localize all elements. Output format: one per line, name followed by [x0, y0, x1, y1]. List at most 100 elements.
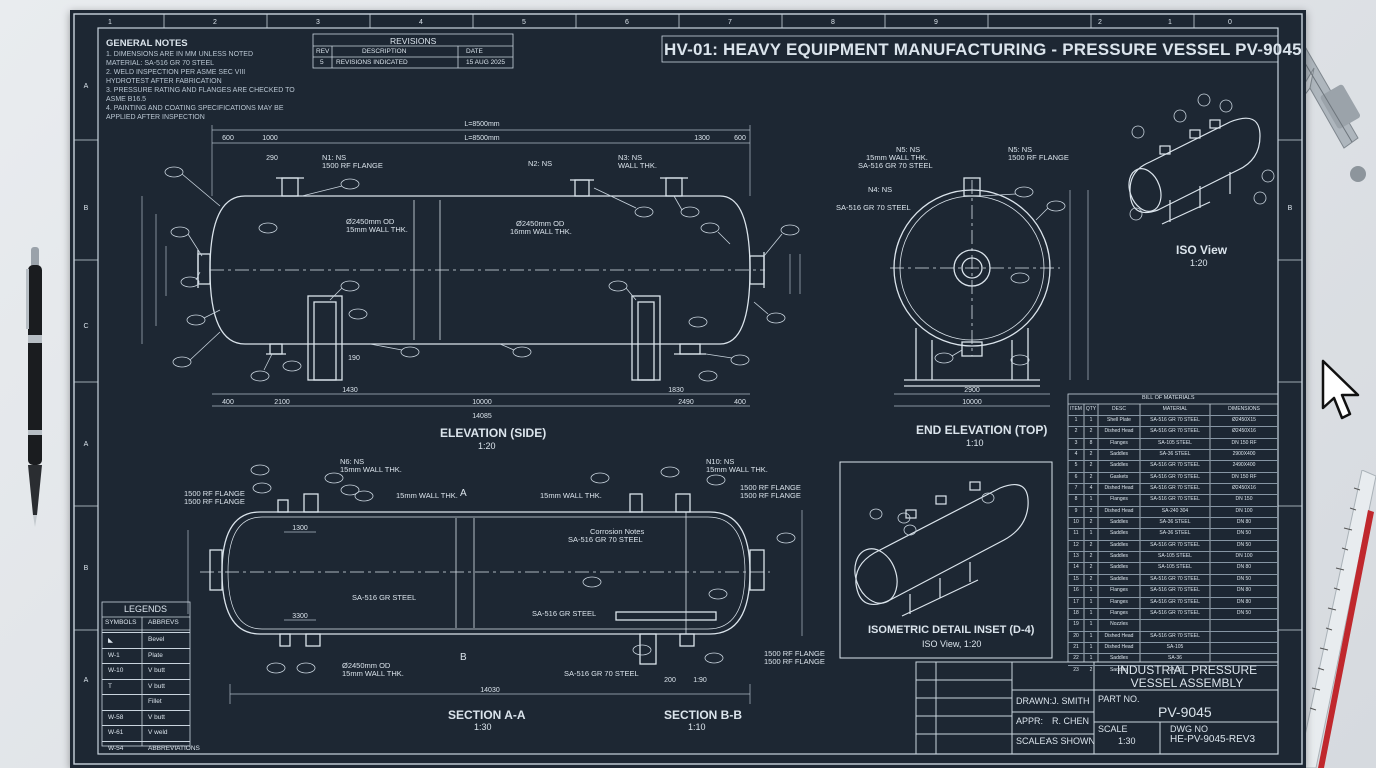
dim-text: 600 — [734, 135, 746, 142]
callout-text: 1500 RF FLANGE — [740, 491, 801, 500]
general-note-item: HYDROTEST AFTER FABRICATION — [106, 78, 222, 85]
callout-text: Ø2450mm OD — [346, 217, 395, 226]
bom-cell: 2490X400 — [1232, 462, 1256, 469]
bom-cell: Dished Head — [1104, 485, 1134, 492]
dim-text: 400 — [734, 399, 746, 406]
dim-text: 3300 — [292, 613, 308, 620]
border-col-label: 9 — [934, 19, 938, 26]
bom-cell: 2 — [1089, 451, 1093, 458]
bom-cell: Ø2450X16 — [1232, 485, 1256, 492]
revisions-row-rev: 5 — [320, 59, 324, 66]
callout-text: 15mm WALL THK. — [396, 491, 458, 500]
bom-cell: Saddles — [1109, 530, 1129, 537]
dim-text: 10000 — [472, 399, 492, 406]
bom-cell: 7 — [1074, 485, 1078, 492]
bom-cell: 2 — [1089, 575, 1093, 582]
view-scale-isometric-inset: ISO View, 1:20 — [922, 639, 982, 649]
bom-cell: SA-36 — [1168, 655, 1182, 662]
revisions-heading: REVISIONS — [390, 36, 437, 46]
bom-cell: SA-516 GR 70 STEEL — [1150, 632, 1200, 639]
dim-text: 1300 — [694, 135, 710, 142]
bom-cell: 2 — [1089, 553, 1093, 560]
bom-cell: Saddles — [1109, 666, 1129, 673]
bom-cell: DN 50 — [1236, 541, 1252, 548]
bom-cell: DN 80 — [1236, 598, 1252, 605]
title-block-dwg: HE-PV-9045-REV3 — [1170, 734, 1256, 745]
legend-symbol: T — [108, 682, 112, 690]
callout-text: N5: NS — [1008, 145, 1032, 154]
ruler-icon — [1297, 470, 1376, 768]
bom-cell: Dished Head — [1104, 643, 1134, 650]
bom-cell: 22 — [1073, 655, 1079, 662]
bom-header-cell: MATERIAL — [1162, 406, 1188, 412]
bom-cell: 2 — [1089, 462, 1093, 469]
bom-cell: SA-36 STEEL — [1159, 519, 1191, 526]
bom-cell: 23 — [1073, 666, 1079, 673]
bom-cell: 2 — [1089, 473, 1093, 480]
dim-text: 1430 — [342, 387, 358, 394]
bom-cell: 1 — [1089, 417, 1093, 423]
bom-cell: Saddles — [1109, 541, 1129, 548]
border-col-label: 8 — [831, 19, 835, 26]
view-title-iso: ISO View — [1176, 243, 1228, 257]
callout-text: Ø2450mm OD — [342, 661, 391, 670]
callout-text: SA-516 GR STEEL — [532, 609, 596, 618]
legend-symbol: W-61 — [108, 729, 124, 736]
legend-symbol: W-54 — [108, 744, 124, 752]
bom-cell: Flanges — [1110, 496, 1128, 503]
bom-cell: Flanges — [1110, 587, 1128, 594]
bom-cell: SA-240 304 — [1161, 507, 1189, 514]
iso-view — [1128, 117, 1261, 225]
title-block-frame — [915, 661, 1279, 755]
bom-cell: DN 50 — [1236, 530, 1252, 537]
bom-cell: 9 — [1074, 507, 1078, 514]
bom-cell: SA-516 GR 70 STEEL — [1150, 462, 1200, 469]
bom-cell: Saddles — [1109, 462, 1129, 469]
bom-cell: 4 — [1089, 485, 1093, 492]
bom-cell: 17 — [1073, 598, 1079, 605]
bom-cell: 19 — [1073, 621, 1079, 628]
general-note-item: APPLIED AFTER INSPECTION — [106, 114, 205, 121]
dim-text: 1:90 — [693, 677, 707, 684]
callout-text: 16mm WALL THK. — [510, 227, 572, 236]
callout-text: 1500 RF FLANGE — [764, 657, 825, 666]
legend-abbrev: V butt — [148, 713, 165, 721]
bom-cell: 1 — [1089, 530, 1093, 537]
bom-cell: SA-516 GR 70 STEEL — [1150, 496, 1200, 503]
bom-cell: 6 — [1074, 473, 1078, 480]
view-title-isometric-inset: ISOMETRIC DETAIL INSET (D-4) — [868, 624, 1035, 636]
bom-cell: DN 150 — [1235, 496, 1253, 503]
bom-cell: SA-516 GR 70 STEEL — [1150, 428, 1200, 435]
bom-cell: SA-516 GR 70 STEEL — [1150, 587, 1200, 594]
legends-table — [101, 601, 191, 747]
view-title-section-bb: SECTION B-B — [664, 708, 742, 722]
pen-icon — [26, 247, 42, 527]
callout-text: 15mm WALL THK. — [346, 225, 408, 234]
bom-cell: SA-516 GR 70 STEEL — [1150, 541, 1200, 548]
bom-cell: 1 — [1089, 643, 1093, 650]
bom-cell: DN 150 RF — [1231, 473, 1257, 480]
mouse-cursor-icon — [1321, 359, 1360, 420]
bom-cell: DN 100 — [1235, 553, 1253, 560]
bom-cell: 2 — [1089, 428, 1093, 435]
legend-abbrev: V butt — [148, 667, 165, 674]
section-aa-view — [200, 493, 770, 665]
callout-bubbles — [164, 93, 1275, 674]
bom-cell: Ø2450X16 — [1232, 428, 1256, 435]
bom-cell: 11 — [1073, 530, 1079, 537]
bom-cell: Gaskets — [1109, 473, 1129, 480]
border-row-label: B — [84, 565, 89, 572]
dim-text: 400 — [222, 399, 234, 406]
bom-cell: DN 80 — [1236, 564, 1252, 571]
